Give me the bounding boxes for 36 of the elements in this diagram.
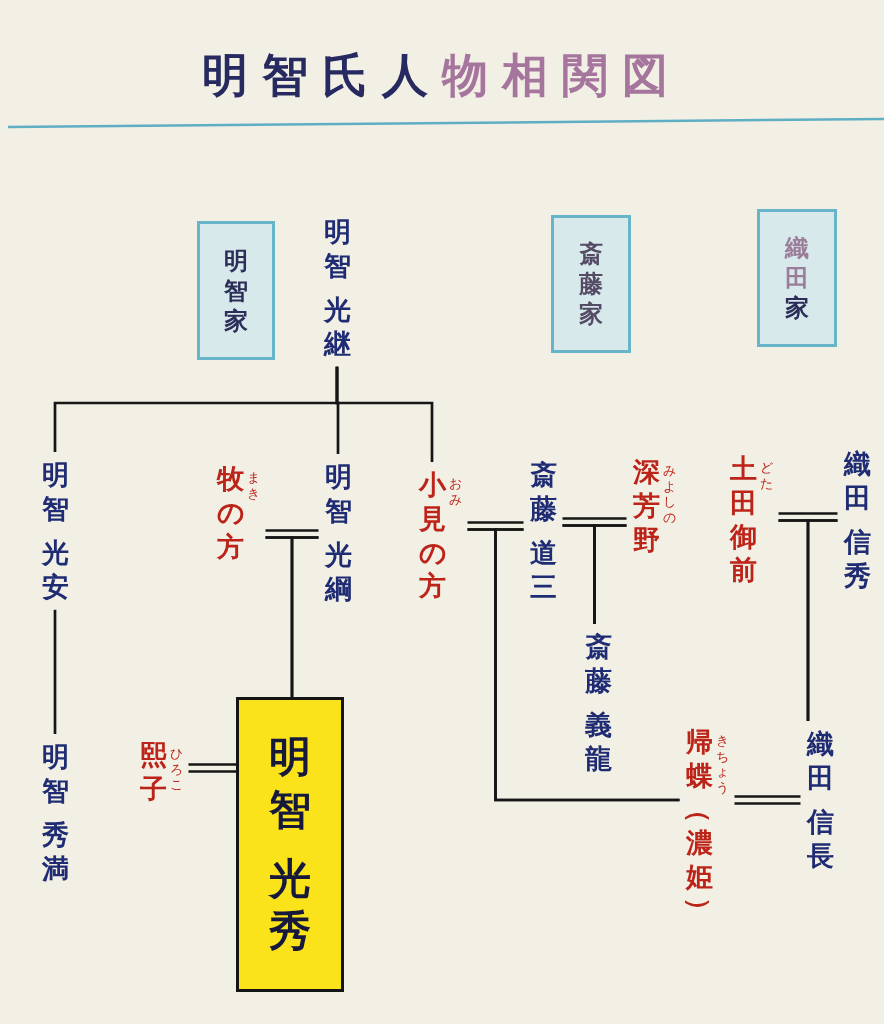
marriage-line <box>733 795 802 805</box>
person-name: 斎藤道三 <box>529 458 557 604</box>
marriage-line <box>187 763 238 773</box>
person-name: 小見の方 <box>418 468 446 603</box>
diagram-title: 明智氏人物相関図 <box>202 50 682 101</box>
person-name: 織田信長 <box>806 727 834 873</box>
lineage-line <box>290 536 319 697</box>
furigana-reading: きちょう <box>715 733 729 796</box>
lineage-line <box>806 519 838 721</box>
person-name: 明智光綱 <box>324 460 352 606</box>
person-name: 深芳野 <box>632 455 660 557</box>
person-name: 熙子 <box>139 738 167 806</box>
person-name: 明智光継 <box>323 215 351 361</box>
person-name: 明智光秀 <box>269 731 311 958</box>
family-label-box <box>197 221 275 360</box>
person-name: 土田御前 <box>729 452 757 587</box>
furigana-reading: みよしの <box>662 463 676 526</box>
furigana-reading: どた <box>759 460 773 492</box>
person-name: 帰蝶（濃姫） <box>685 725 713 927</box>
person-name: 明智光安 <box>41 458 69 604</box>
person-name: 斎藤義龍 <box>584 630 612 776</box>
furigana-reading: ひろこ <box>169 746 183 793</box>
family-label-box <box>757 209 837 347</box>
family-label-box <box>551 215 631 353</box>
furigana-reading: おみ <box>448 476 462 508</box>
furigana-reading: まき <box>246 470 260 502</box>
lineage-line <box>53 609 57 734</box>
person-name: 織田信秀 <box>843 447 871 593</box>
lineage-line <box>593 524 627 624</box>
family-name-label: 織田家 <box>785 233 809 323</box>
family-name-label: 明智家 <box>224 245 248 336</box>
lineage-line <box>335 366 434 462</box>
highlight-box <box>236 697 344 992</box>
family-name-label: 斎藤家 <box>579 239 603 329</box>
person-name: 明智秀満 <box>41 740 69 886</box>
person-name: 牧の方 <box>216 462 244 564</box>
